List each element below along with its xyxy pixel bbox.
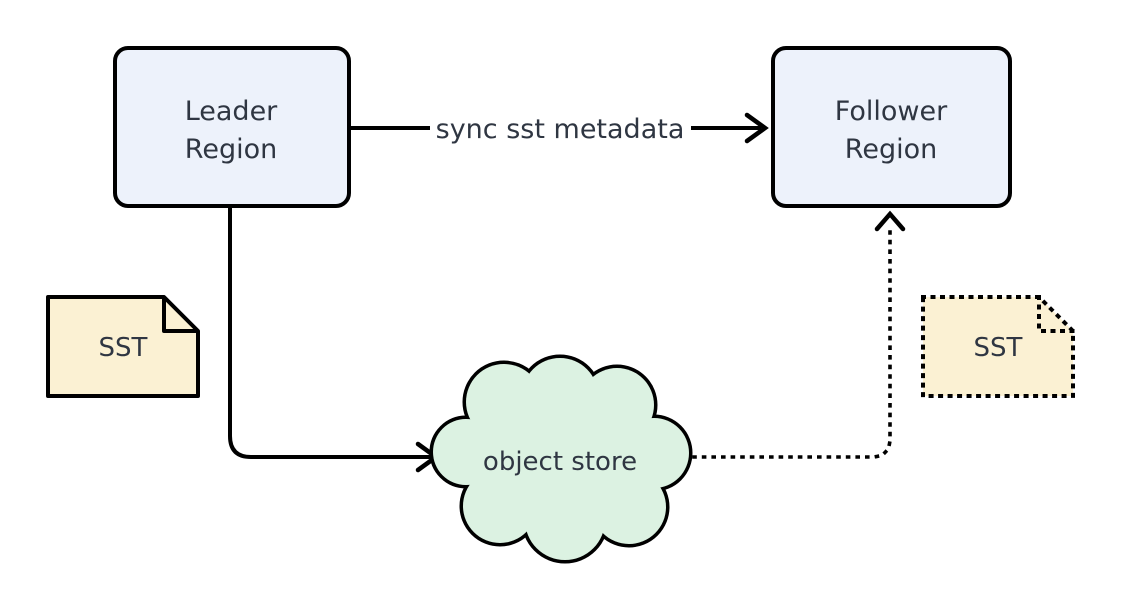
arrowhead-right-icon — [744, 112, 769, 144]
follower-region-box — [771, 46, 1012, 208]
edge-sync-label: sync sst metadata — [436, 114, 685, 145]
edge-leader-to-object-store — [228, 206, 440, 473]
cloud-icon — [429, 354, 693, 564]
edge-object-store-to-follower — [692, 210, 906, 459]
sst-source-document-icon — [46, 295, 200, 398]
sst-source-fold-icon — [162, 297, 198, 333]
node-sst-replica: SST — [921, 295, 1075, 398]
follower-region-label-line2: Region — [845, 134, 937, 165]
follower-region-label-line1: Follower — [835, 96, 948, 127]
sst-replica-document-icon — [921, 295, 1075, 398]
sst-source-label: SST — [99, 333, 148, 363]
object-store-label: object store — [483, 447, 637, 477]
node-follower-region: Follower Region — [771, 46, 1012, 208]
edge-replicate-path — [692, 226, 892, 459]
sst-replica-label: SST — [974, 333, 1023, 363]
node-object-store: object store — [429, 354, 693, 564]
sst-replica-fold-icon — [1037, 295, 1075, 333]
leader-region-label-line2: Region — [185, 134, 277, 165]
arrowhead-up-icon — [874, 210, 906, 232]
node-sst-source: SST — [46, 295, 200, 398]
leader-region-box — [113, 46, 351, 208]
edge-sync-sst-metadata: sync sst metadata — [350, 112, 769, 145]
node-leader-region: Leader Region — [113, 46, 351, 208]
leader-region-label-line1: Leader — [185, 96, 278, 127]
edge-upload-path — [228, 206, 431, 459]
